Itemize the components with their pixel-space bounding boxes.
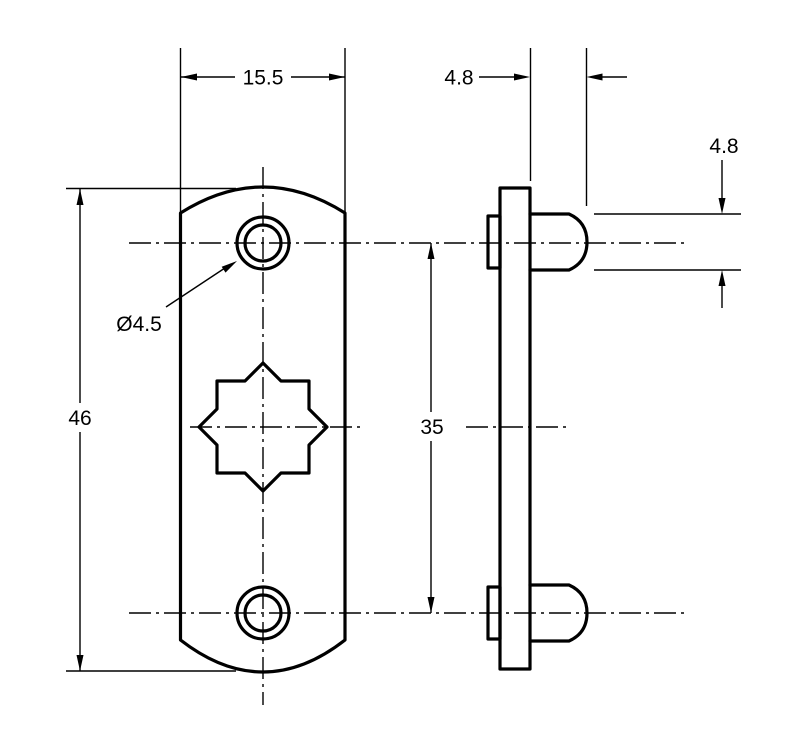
bottom-hole-outer bbox=[235, 585, 291, 641]
arrowhead bbox=[514, 73, 530, 81]
arrowhead bbox=[329, 73, 345, 81]
arrowhead bbox=[181, 73, 197, 81]
arrowhead bbox=[76, 655, 84, 671]
star-cutout bbox=[197, 361, 329, 493]
dimension-hole-diameter-callout: Ø4.5 bbox=[116, 261, 237, 336]
label-mask bbox=[414, 412, 450, 441]
dimension-label-hole-spacing: 35 bbox=[420, 416, 443, 439]
dimension-stud-protrusion: 4.8 bbox=[444, 67, 627, 90]
extension-lines bbox=[66, 48, 741, 672]
dimension-label-plate-height: 46 bbox=[68, 407, 91, 430]
arrowhead bbox=[76, 189, 84, 205]
arrowhead bbox=[718, 198, 726, 214]
dimension-label-stud-protrusion: 4.8 bbox=[444, 67, 473, 90]
dimension-label-plate-width: 15.5 bbox=[243, 67, 284, 90]
centerlines bbox=[129, 167, 684, 705]
bottom-hole-inner bbox=[243, 593, 283, 633]
label-mask bbox=[235, 62, 291, 91]
leader-line-hole-diameter bbox=[165, 263, 232, 308]
bottom-stud bbox=[528, 583, 589, 643]
plate-profile bbox=[498, 186, 532, 671]
label-mask bbox=[63, 403, 97, 432]
arrowhead bbox=[718, 270, 726, 286]
top-hole-outer bbox=[235, 215, 291, 271]
top-stud bbox=[528, 212, 589, 272]
arrowhead bbox=[427, 597, 435, 613]
front-view bbox=[178, 185, 347, 674]
dimension-label-hole-diameter: Ø4.5 bbox=[116, 313, 162, 336]
plate-outline bbox=[178, 185, 347, 674]
dimension-plate-width: 15.5 bbox=[181, 62, 345, 91]
dimension-stud-diameter: 4.8 bbox=[709, 135, 739, 308]
bottom-stud-back bbox=[486, 585, 502, 641]
arrowhead bbox=[221, 261, 237, 273]
arrowhead bbox=[427, 243, 435, 259]
dimension-plate-height: 46 bbox=[63, 189, 97, 671]
side-view bbox=[486, 186, 589, 671]
dimension-hole-spacing: 35 bbox=[414, 243, 450, 613]
dimension-label-stud-diameter: 4.8 bbox=[709, 135, 738, 158]
top-stud-back bbox=[486, 214, 502, 270]
arrowhead bbox=[586, 73, 603, 81]
top-hole-inner bbox=[243, 223, 283, 263]
